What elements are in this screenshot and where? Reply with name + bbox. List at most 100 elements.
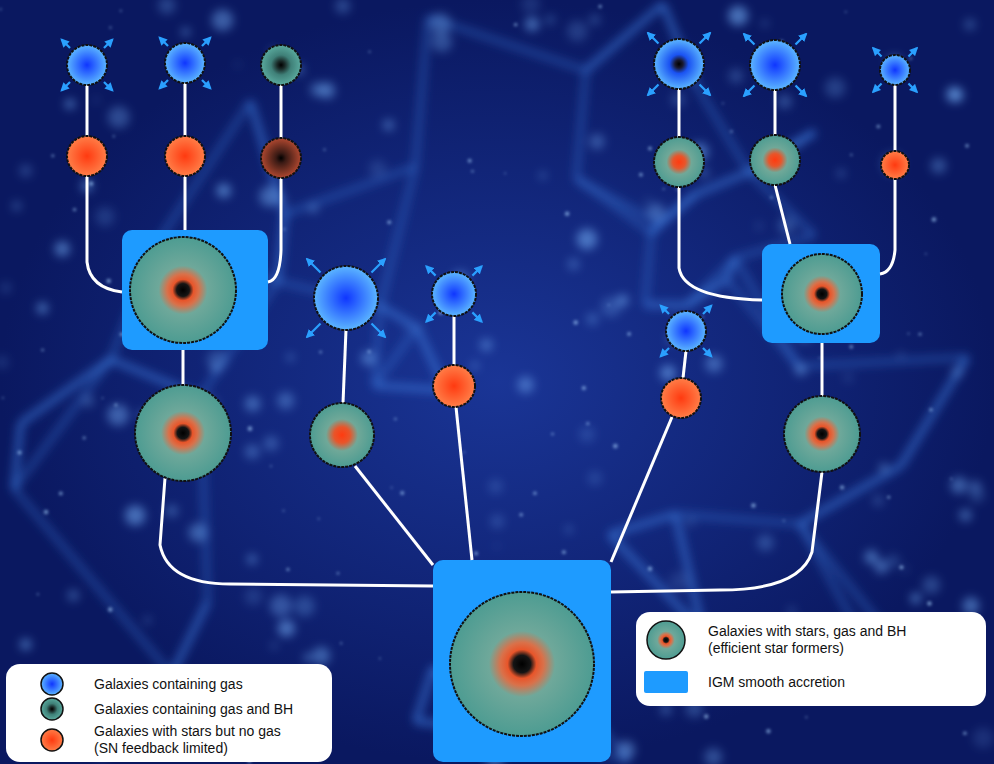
web-filament (610, 514, 676, 534)
web-halo (283, 197, 288, 202)
web-filament (21, 359, 111, 423)
galaxy-circle (750, 40, 800, 90)
legend-label: Galaxies with stars, gas and BH (efficie… (708, 623, 918, 657)
web-filament (157, 102, 250, 243)
halo-dot (113, 135, 115, 137)
legend-galaxy-sample (41, 698, 63, 720)
web-halo (589, 134, 604, 149)
web-halo (540, 173, 546, 179)
outflow-arrow (426, 312, 435, 321)
web-halo (762, 20, 768, 26)
web-halo (899, 352, 904, 357)
halo-dot (927, 601, 932, 606)
web-halo (294, 596, 314, 616)
halo-dot (925, 253, 927, 255)
galaxy-circle (135, 385, 231, 481)
web-halo (568, 258, 580, 270)
halo-dot (963, 732, 966, 735)
web-halo (946, 86, 962, 102)
web-halo (404, 327, 408, 331)
web-halo (952, 366, 963, 377)
legend-swatch (30, 689, 74, 729)
legend-galaxy-sample (647, 621, 685, 659)
halo-dot (514, 23, 517, 26)
igm-box (762, 244, 880, 343)
legend-swatch (30, 720, 74, 760)
legend-galaxy-sample (41, 673, 63, 695)
web-filament (380, 306, 417, 328)
bright-halos (0, 5, 969, 763)
outflow-arrow (661, 306, 669, 314)
halo-dot (324, 149, 326, 151)
web-filament (576, 70, 585, 178)
galaxy-circle (432, 272, 476, 316)
tree-branch (184, 83, 187, 136)
web-halo (418, 324, 423, 329)
legend-label: IGM smooth accretion (708, 674, 918, 691)
galaxy-circle (310, 403, 374, 467)
halo-dot (819, 357, 821, 359)
halo-dot (286, 568, 289, 571)
web-filament (285, 167, 416, 215)
web-halo (480, 339, 493, 352)
web-halo (93, 97, 99, 103)
halo-dot (598, 5, 601, 8)
halo-dot (929, 408, 932, 411)
web-halo (521, 0, 540, 14)
web-halo (969, 480, 981, 492)
web-halo (704, 748, 722, 764)
web-halo (12, 201, 22, 211)
outflow-arrow (873, 48, 881, 56)
outflow-arrow (796, 86, 807, 97)
halo-dot (44, 510, 48, 514)
halo-dot (751, 503, 756, 508)
halo-dot (519, 513, 523, 517)
web-halo (20, 639, 31, 650)
tree-branch (184, 176, 187, 230)
halo-dot (702, 316, 704, 318)
legend-swatch (644, 620, 688, 660)
web-halo (472, 362, 478, 368)
web-filament (586, 4, 663, 70)
web-halo (545, 15, 555, 25)
web-filament (901, 357, 967, 466)
web-halo (922, 576, 940, 594)
legend-entry: Galaxies with stars, gas and BH (efficie… (644, 620, 918, 660)
tree-branch (456, 407, 472, 560)
halo-dot (533, 491, 536, 494)
outflow-arrow (307, 323, 321, 337)
galaxy-circle (654, 39, 704, 89)
web-halo (517, 377, 534, 394)
outflow-arrow (908, 83, 916, 91)
web-halo (647, 203, 664, 220)
legend-entry: Galaxies containing gas (30, 664, 304, 704)
web-halo (931, 158, 946, 173)
halo-dot (474, 552, 478, 556)
halo-dot (108, 607, 113, 612)
halo-dot (17, 451, 21, 455)
galaxy-circle (661, 378, 701, 418)
halo-dot (270, 465, 272, 467)
halo-dot (319, 351, 322, 354)
web-halo (245, 588, 262, 605)
halo-dot (106, 279, 110, 283)
halo-dot (877, 125, 881, 129)
halo-dot (608, 304, 610, 306)
outflow-arrow (160, 38, 168, 46)
outflow-arrow (104, 40, 112, 48)
halo-dot (387, 220, 391, 224)
galaxy-circle (782, 254, 862, 334)
web-halo (277, 392, 294, 409)
web-halo (55, 241, 70, 256)
outflow-arrow (703, 348, 711, 356)
halo-dot (770, 196, 773, 199)
web-halo (158, 0, 176, 14)
web-halo (669, 572, 689, 592)
igm-box (122, 230, 268, 350)
halo-dot (120, 10, 122, 12)
web-halo (259, 186, 280, 207)
halo-dot (283, 228, 285, 230)
web-halo (756, 223, 763, 230)
outflow-arrow (160, 80, 168, 88)
halo-dot (2, 397, 4, 399)
